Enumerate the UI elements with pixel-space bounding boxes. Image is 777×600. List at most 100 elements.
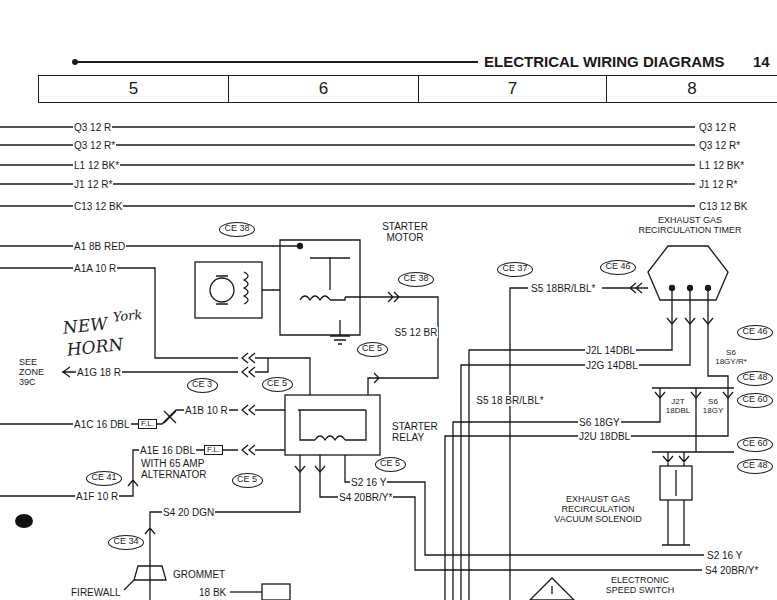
leader-line: [124, 580, 134, 590]
wire-label: A1C 16 DBL: [73, 419, 131, 430]
connector-chevrons: [242, 353, 255, 455]
callout-number: CE 48: [742, 461, 767, 471]
callout-number: CE 60: [742, 395, 767, 405]
wire-label: A1E 16 DBL: [139, 445, 196, 456]
component-label: STARTER MOTOR: [378, 221, 432, 243]
terminal-dot: [298, 244, 303, 249]
connector-callout: CE 41: [86, 471, 122, 486]
solenoid-coil: [300, 258, 350, 300]
callout-number: CE 46: [605, 262, 630, 272]
connector-callout: CE 46: [600, 260, 636, 275]
column-number: 8: [687, 79, 696, 99]
column-number: 5: [129, 79, 138, 99]
wire-label: J2L 14DBL: [585, 345, 636, 356]
fusible-link-wire: [0, 450, 238, 496]
connector-callout: CE 5: [262, 377, 293, 392]
connector-callout: CE 3: [187, 378, 218, 393]
wire-label: S4 20BR/Y*: [704, 565, 759, 576]
column-number: 6: [319, 79, 328, 99]
wire-label: S4 20 DGN: [162, 507, 215, 518]
callout-number: CE 48: [742, 373, 767, 383]
wire-label: S5 18BR/LBL*: [530, 283, 597, 294]
callout-number: CE 46: [742, 327, 767, 337]
wire-label: L1 12 BK*: [698, 160, 745, 171]
wire-label: S6 18GY: [578, 417, 621, 428]
connector-callout: CE 5: [232, 473, 263, 488]
component-label: EXHAUST GAS RECIRCULATION TIMER: [624, 216, 756, 236]
wire-label: J2G 14DBL: [585, 360, 639, 371]
page-number: 14: [752, 54, 771, 71]
column-cell: 5: [38, 75, 228, 103]
fuse-link-tag: F.L.: [138, 419, 157, 430]
battery-cable: [0, 245, 300, 246]
zone-reference: SEE ZONE 39C: [18, 358, 50, 388]
connector-callout: CE 46: [737, 325, 773, 340]
solenoid-leads: [662, 470, 690, 545]
ground-symbol: [330, 320, 350, 344]
wire: [320, 455, 702, 570]
wire-label: 18 BK: [198, 587, 227, 598]
callout-number: CE 5: [380, 459, 400, 469]
starter-motor-symbol: [195, 262, 262, 318]
component-label: ELECTRONIC SPEED SWITCH: [597, 576, 683, 596]
connector-body: [652, 452, 734, 466]
header-dot: [72, 59, 78, 65]
callout-number: CE 38: [403, 274, 428, 284]
callout-number: CE 5: [267, 379, 287, 389]
connector-callout: CE 48: [737, 371, 773, 386]
wire-label: J2T 18DBL: [664, 398, 692, 416]
wire: [510, 283, 648, 600]
component-label: GROMMET: [172, 569, 226, 580]
component-label: EXHAUST GAS RECIRCULATION VACUUM SOLENOI…: [543, 495, 653, 525]
wire: [445, 388, 728, 600]
wire-label: S5 18 BR/LBL*: [475, 395, 544, 406]
callout-number: CE 5: [237, 475, 257, 485]
column-cell: 7: [418, 75, 606, 103]
connector-callout: CE 38: [219, 222, 255, 237]
fuse-link-tag: F.L.: [204, 445, 223, 456]
wire-label: L1 12 BK*: [73, 160, 120, 171]
wire-label: A1G 18 R: [76, 367, 122, 378]
wire-label: S5 12 BR: [394, 327, 439, 338]
grommet-symbol: [134, 566, 166, 580]
wire-label: A1B 10 R: [184, 405, 229, 416]
wire: [461, 288, 728, 600]
connector-callout: CE 60: [737, 393, 773, 408]
wire-label: A1 8B RED: [73, 241, 126, 252]
wire-label: A1A 10 R: [73, 263, 117, 274]
wire-label: Q3 12 R: [698, 122, 737, 133]
wire: [345, 455, 704, 555]
wire-label: J1 12 R*: [73, 179, 113, 190]
bus-wires: [0, 127, 695, 206]
callout-number: CE 34: [113, 537, 138, 547]
callout-number: CE 60: [742, 439, 767, 449]
wire: [230, 591, 262, 592]
wire-label: J1 12 R*: [698, 179, 738, 190]
callout-number: CE 41: [91, 473, 116, 483]
wire: [255, 358, 310, 450]
starter-relay-symbol: [285, 395, 380, 455]
callout-number: CE 37: [502, 264, 527, 274]
component-note: WITH 65 AMP ALTERNATOR: [140, 458, 222, 480]
wire-label: Q3 12 R*: [698, 140, 741, 151]
switch-symbol: [262, 584, 290, 600]
egr-timer-symbol: [648, 246, 728, 300]
wire-label: S6 18GY: [700, 398, 726, 416]
connector-callout: CE 5: [357, 342, 388, 357]
column-cell: 8: [606, 75, 777, 103]
column-number: 7: [508, 79, 517, 99]
callout-number: CE 38: [224, 224, 249, 234]
component-label: FIREWALL: [70, 587, 122, 598]
wire-label: A1F 10 R: [75, 491, 119, 502]
connector-callout: CE 38: [398, 272, 434, 287]
wire-label: Q3 12 R: [73, 122, 112, 133]
connector-callout: CE 60: [737, 437, 773, 452]
starter-solenoid-housing: [280, 240, 360, 335]
connector-callout: CE 5: [375, 457, 406, 472]
connector-callout: CE 34: [108, 535, 144, 550]
wire-label: S2 16 Y: [706, 550, 743, 561]
wire-label: C13 12 BK: [73, 201, 123, 212]
relay-coil: [298, 410, 366, 440]
punch-hole: [15, 514, 33, 528]
